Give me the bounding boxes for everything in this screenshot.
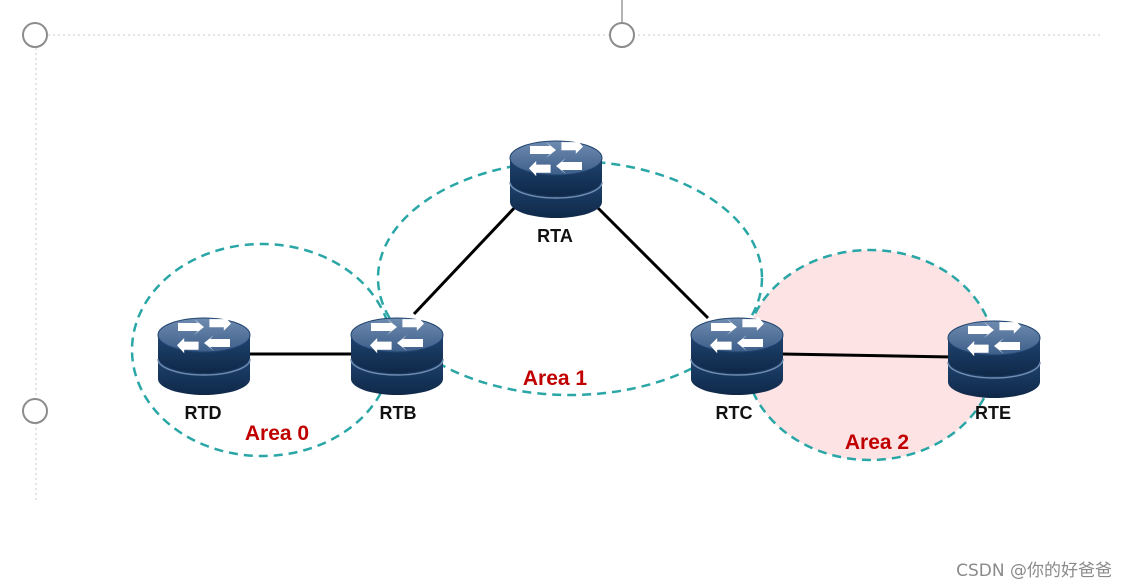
link-rtb-rta [412, 202, 520, 316]
router-icon-rte [947, 317, 1041, 399]
router-label-rtb: RTB [380, 403, 417, 423]
router-icon-rta [509, 137, 603, 219]
resize-handle-middle-left[interactable] [22, 398, 48, 424]
router-label-rta: RTA [537, 226, 573, 246]
resize-handle-top-middle[interactable] [609, 22, 635, 48]
router-icon-rtd [157, 314, 251, 396]
router-icon-rtb [350, 314, 444, 396]
area-label-1: Area 1 [523, 367, 588, 390]
resize-handle-top-left[interactable] [22, 22, 48, 48]
selection-frame [22, 0, 1100, 500]
link-rtc-rte [781, 352, 953, 359]
area-label-2: Area 2 [845, 431, 909, 454]
area-label-0: Area 0 [245, 422, 309, 445]
link-rta-rtc [592, 202, 710, 320]
router-icon-rtc [690, 314, 784, 396]
router-label-rtc: RTC [716, 403, 753, 423]
router-label-rtd: RTD [185, 403, 222, 423]
router-label-rte: RTE [975, 403, 1011, 423]
watermark: CSDN @你的好爸爸 [956, 561, 1112, 581]
